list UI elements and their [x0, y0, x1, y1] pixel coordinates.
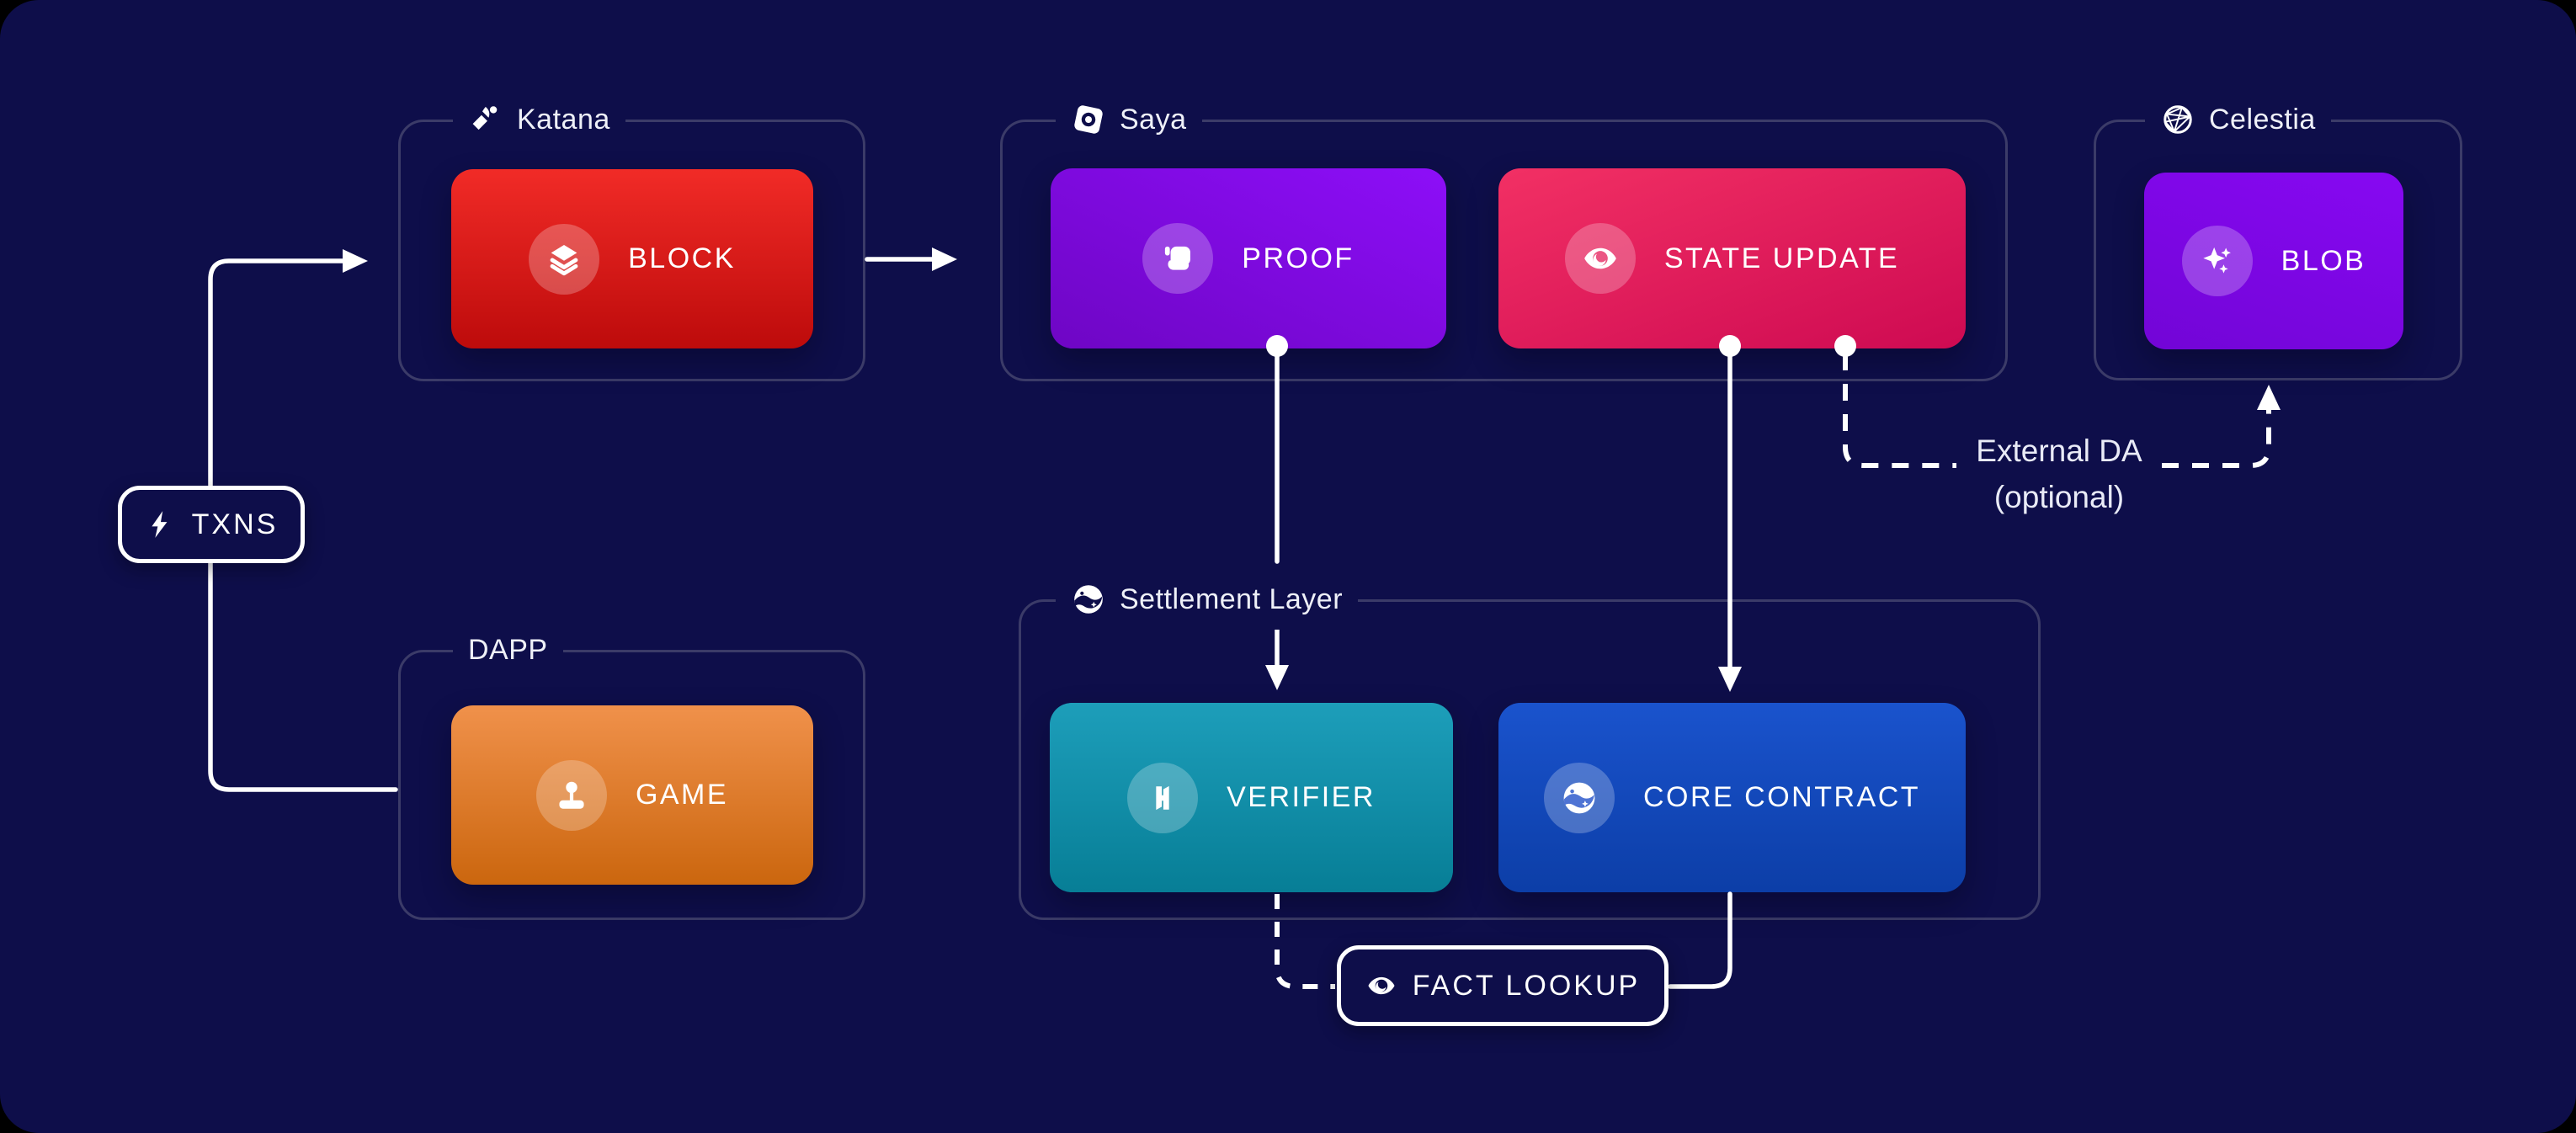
node-state-update: STATE UPDATE — [1498, 168, 1966, 348]
group-katana — [398, 120, 865, 381]
starknet-icon — [1071, 582, 1106, 617]
node-label: BLOCK — [628, 242, 736, 274]
group-dapp — [398, 650, 865, 920]
eye-icon — [1564, 223, 1636, 294]
group-label-text: Celestia — [2209, 103, 2316, 136]
node-label: BLOB — [2281, 244, 2366, 277]
herodotus-icon — [1127, 762, 1199, 833]
connector-txns-to-block — [208, 249, 368, 508]
node-blob: BLOB — [2144, 173, 2403, 349]
fact-lookup-pill: FACT LOOKUP — [1337, 945, 1669, 1026]
node-label: CORE CONTRACT — [1642, 781, 1921, 813]
node-label: GAME — [635, 779, 729, 811]
starknet-icon — [1543, 762, 1615, 833]
group-label-text: Saya — [1120, 103, 1187, 136]
globe-icon — [2160, 102, 2195, 137]
group-saya — [1000, 120, 2008, 381]
node-proof: PROOF — [1051, 168, 1446, 348]
node-label: PROOF — [1242, 242, 1355, 274]
node-verifier: VERIFIER — [1050, 703, 1453, 892]
group-label-text: Katana — [517, 103, 610, 136]
node-label: STATE UPDATE — [1663, 242, 1900, 274]
group-label-text: Settlement Layer — [1120, 582, 1344, 615]
connector-txns-to-dapp — [208, 540, 398, 792]
node-core-contract: CORE CONTRACT — [1498, 703, 1966, 892]
group-label-katana: Katana — [453, 99, 625, 140]
group-label-text: DAPP — [468, 633, 548, 666]
group-label-saya: Saya — [1056, 99, 1202, 140]
txns-pill: TXNS — [118, 486, 305, 563]
pill-label: FACT LOOKUP — [1412, 969, 1641, 1002]
layers-icon — [529, 223, 600, 295]
pill-label: TXNS — [191, 508, 279, 540]
external-da-line2: (optional) — [1993, 480, 2125, 514]
node-block: BLOCK — [451, 169, 813, 348]
scroll-icon — [1142, 223, 1214, 294]
group-settlement — [1019, 599, 2041, 920]
external-da-line1: External DA — [1976, 434, 2142, 468]
node-game: GAME — [451, 705, 813, 885]
group-label-celestia: Celestia — [2145, 99, 2331, 140]
group-label-dapp: DAPP — [453, 630, 563, 670]
bolt-icon — [145, 508, 177, 540]
node-label: VERIFIER — [1227, 781, 1376, 813]
eye-icon — [1365, 970, 1397, 1002]
saya-icon — [1071, 102, 1106, 137]
group-label-settlement: Settlement Layer — [1056, 579, 1359, 620]
external-da-annotation: External DA (optional) — [1928, 428, 2190, 520]
joystick-icon — [535, 759, 607, 831]
katana-icon — [468, 102, 503, 137]
sparkles-icon — [2181, 226, 2253, 296]
